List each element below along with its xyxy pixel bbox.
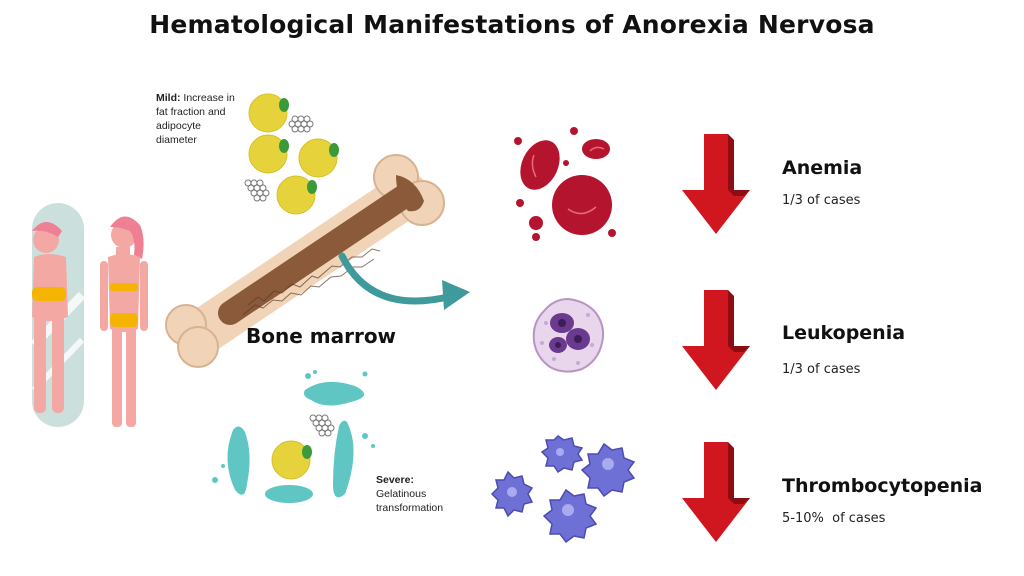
- curved-arrow-icon: [338, 252, 470, 310]
- mild-text-line-1: Increase in: [183, 92, 235, 104]
- leukopenia-stat: 1/3 of cases: [782, 362, 861, 377]
- leukopenia-label: Leukopenia: [782, 322, 906, 344]
- leukopenia-decrease-arrow-icon: [682, 290, 750, 390]
- thrombocytopenia-decrease-arrow-icon: [682, 442, 750, 542]
- anemia-decrease-arrow-icon: [682, 134, 750, 234]
- red-blood-cells-icon: [514, 127, 616, 241]
- mild-text-line-3: adipocyte: [156, 120, 201, 132]
- adipocytes-illustration: [244, 93, 339, 215]
- mild-note: Mild: Increase in fat fraction and adipo…: [156, 91, 235, 147]
- gelatinous-transformation-illustration: [212, 370, 375, 503]
- person-mirror-illustration: [30, 203, 148, 427]
- anemia-stat: 1/3 of cases: [782, 193, 861, 208]
- severe-label: Severe:: [376, 474, 414, 486]
- severe-text-line-1: Gelatinous: [376, 488, 427, 500]
- bone-marrow-illustration: [165, 154, 445, 368]
- mild-text-line-2: fat fraction and: [156, 106, 226, 118]
- platelets-icon: [490, 435, 636, 544]
- severe-text-line-2: transformation: [376, 502, 444, 514]
- bone-marrow-label: Bone marrow: [246, 324, 397, 348]
- thrombocytopenia-label: Thrombocytopenia: [782, 475, 983, 497]
- anemia-label: Anemia: [782, 157, 863, 179]
- mild-text-line-4: diameter: [156, 134, 197, 146]
- white-blood-cell-icon: [532, 297, 605, 373]
- severe-note: Severe: Gelatinous transformation: [376, 473, 443, 515]
- thrombocytopenia-stat: 5-10% of cases: [782, 511, 886, 526]
- page-title: Hematological Manifestations of Anorexia…: [149, 10, 875, 39]
- mild-label: Mild:: [156, 92, 181, 104]
